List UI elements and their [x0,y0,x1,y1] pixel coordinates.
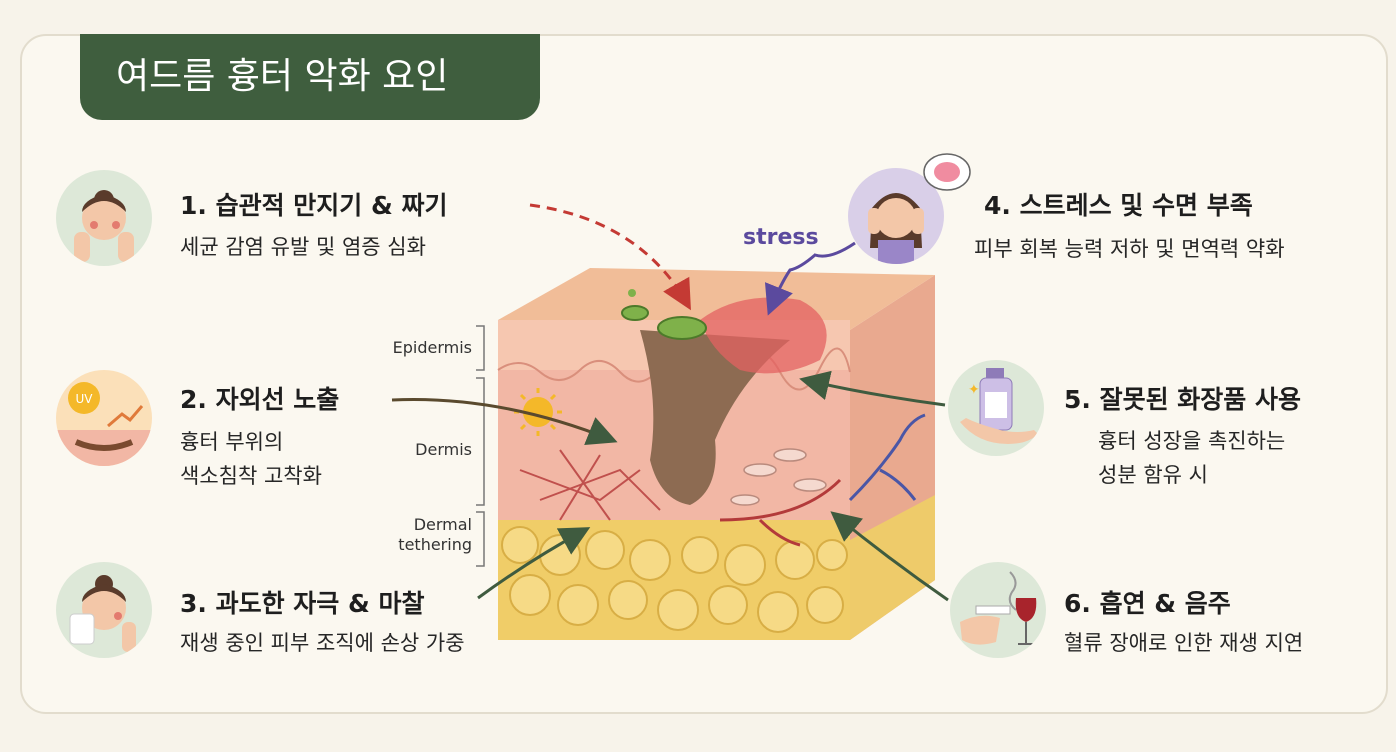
collagen-fibers [519,449,661,521]
bacteria [628,289,636,297]
factor-3-desc: 재생 중인 피부 조직에 손상 가중 [180,631,465,655]
arrow-factor-1 [529,203,691,311]
fat-layer-side [850,495,935,640]
factor-3-title: 3. 과도한 자극 & 마찰 [180,589,425,618]
factor-2-title: 2. 자외선 노출 [180,385,340,414]
stressed-person-icon [848,168,944,264]
factor-1-desc: 세균 감염 유발 및 염증 심화 [180,235,426,259]
inflammation [700,297,827,374]
arrow-factor-2 [391,398,618,445]
factor-4-desc: 피부 회복 능력 저하 및 면역력 약화 [974,237,1285,261]
stress-label: stress [743,225,819,250]
arrow-factor-3 [477,527,591,600]
layer-label-epidermis: Epidermis [392,338,472,357]
layer-label-dermal-tethering: Dermal tethering [398,515,472,554]
svg-text:UV: UV [76,392,94,406]
skin-surface [498,268,935,330]
factor-4-title: 4. 스트레스 및 수면 부족 [984,191,1253,220]
arrow-factor-5 [799,370,946,407]
factor-5-title: 5. 잘못된 화장품 사용 [1064,385,1302,414]
arrow-factor-4 [764,241,856,316]
uv-sun-icon: UV [56,370,152,466]
svg-text:✦: ✦ [968,382,980,398]
layer-label-dermis: Dermis [415,440,472,459]
layer-brackets [476,325,485,567]
arrow-factor-6 [830,511,949,602]
cosmetic-bottle-icon: ✦ [948,360,1044,456]
factor-6-desc: 혈류 장애로 인한 재생 지연 [1064,631,1304,655]
factor-6-title: 6. 흡연 & 음주 [1064,589,1231,618]
face-rubbing-icon [56,562,152,658]
page-title: 여드름 흉터 악화 요인 [80,34,540,120]
bacteria [657,316,707,340]
sun-mark [514,388,562,436]
smoking-drinking-icon [950,562,1046,658]
face-touching-icon [56,170,152,266]
veins [848,413,926,502]
scar-depression [640,330,790,505]
brain-thought-icon [922,152,972,196]
fibroblasts [730,448,827,506]
blood-vessels [719,478,842,547]
bacteria [621,305,649,321]
factor-1-title: 1. 습관적 만지기 & 짜기 [180,191,448,220]
